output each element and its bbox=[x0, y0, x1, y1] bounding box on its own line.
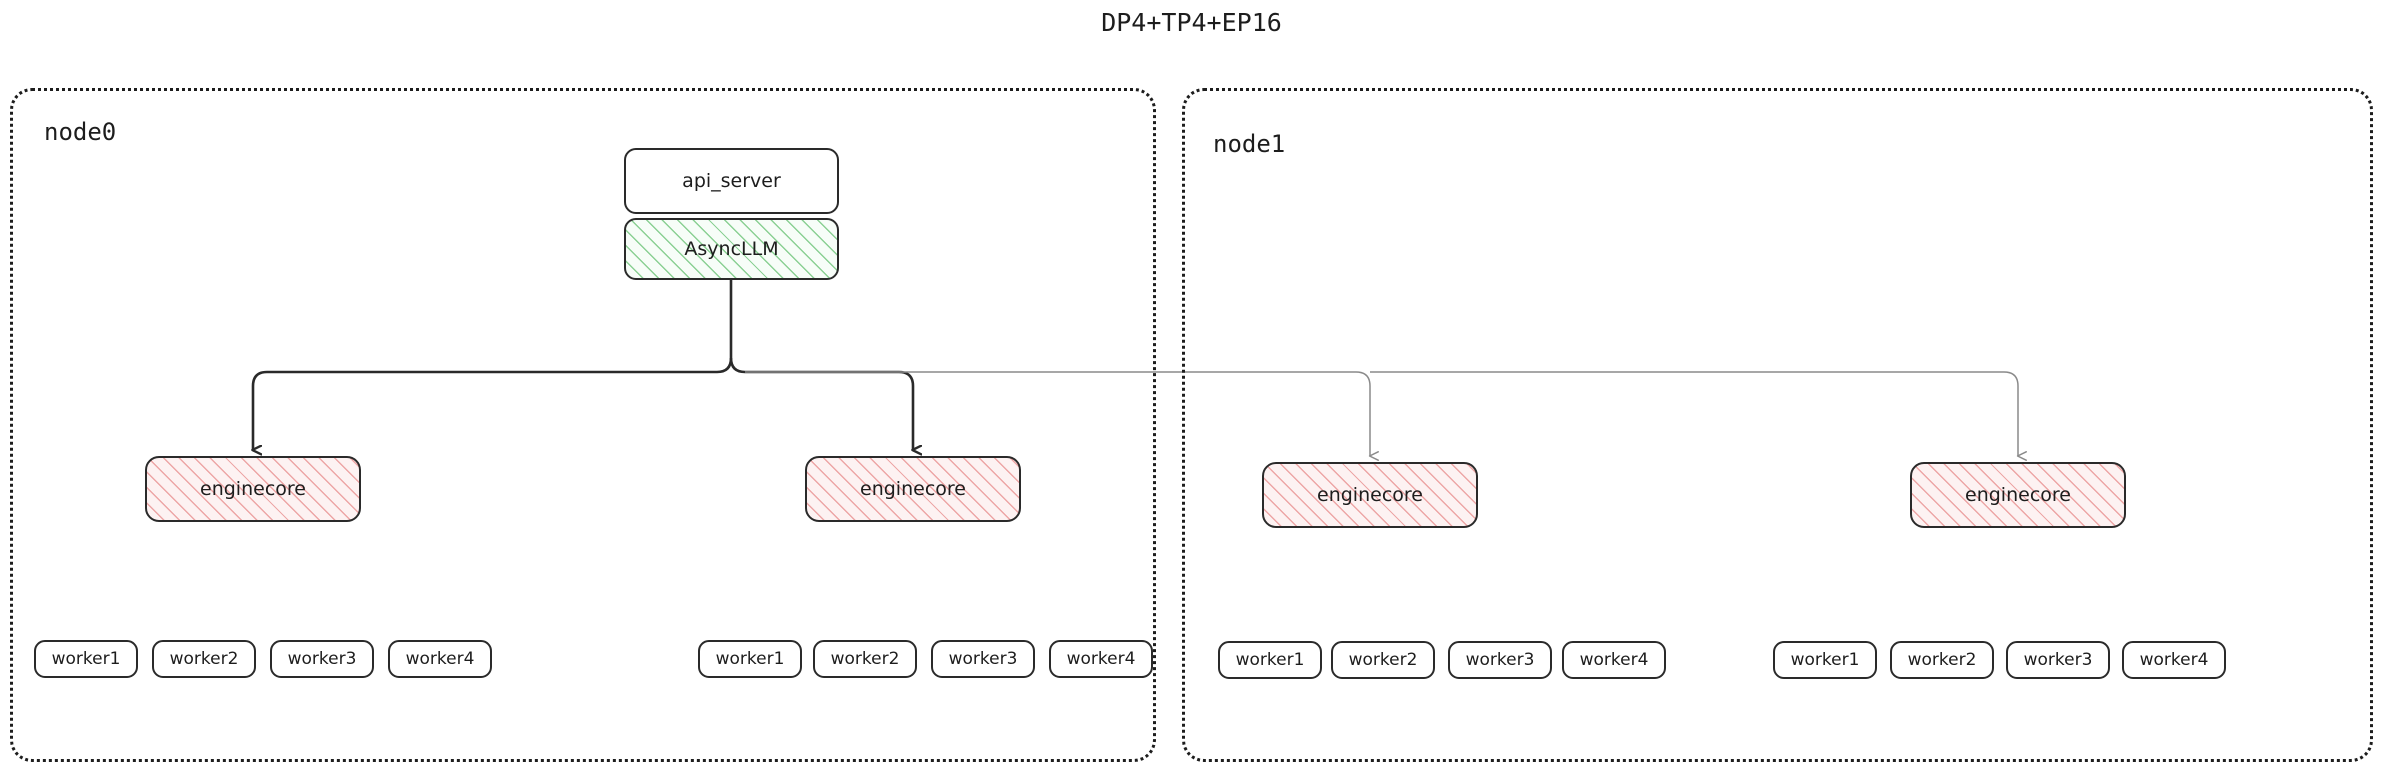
worker-box[interactable]: worker2 bbox=[1331, 641, 1435, 679]
worker-box[interactable]: worker4 bbox=[388, 640, 492, 678]
worker-label: worker1 bbox=[1790, 650, 1860, 670]
worker-label: worker3 bbox=[287, 649, 357, 669]
worker-box[interactable]: worker4 bbox=[1049, 640, 1153, 678]
worker-label: worker4 bbox=[1579, 650, 1649, 670]
worker-label: worker1 bbox=[715, 649, 785, 669]
node-container-node1 bbox=[1182, 88, 2373, 762]
async-llm-label: AsyncLLM bbox=[684, 238, 779, 260]
worker-label: worker3 bbox=[2023, 650, 2093, 670]
worker-label: worker3 bbox=[948, 649, 1018, 669]
worker-label: worker4 bbox=[1066, 649, 1136, 669]
node-label-node0: node0 bbox=[44, 118, 117, 146]
worker-box[interactable]: worker4 bbox=[2122, 641, 2226, 679]
worker-label: worker4 bbox=[2139, 650, 2209, 670]
worker-box[interactable]: worker3 bbox=[931, 640, 1035, 678]
worker-box[interactable]: worker2 bbox=[813, 640, 917, 678]
worker-label: worker1 bbox=[1235, 650, 1305, 670]
worker-box[interactable]: worker2 bbox=[152, 640, 256, 678]
enginecore-box[interactable]: enginecore bbox=[805, 456, 1021, 522]
node-label-node1: node1 bbox=[1213, 130, 1286, 158]
enginecore-box[interactable]: enginecore bbox=[1910, 462, 2126, 528]
enginecore-label: enginecore bbox=[1965, 484, 2071, 506]
node-container-node0 bbox=[10, 88, 1156, 762]
worker-box[interactable]: worker3 bbox=[2006, 641, 2110, 679]
api-server-box[interactable]: api_server bbox=[624, 148, 839, 214]
worker-label: worker2 bbox=[830, 649, 900, 669]
worker-box[interactable]: worker4 bbox=[1562, 641, 1666, 679]
enginecore-label: enginecore bbox=[200, 478, 306, 500]
enginecore-box[interactable]: enginecore bbox=[145, 456, 361, 522]
worker-box[interactable]: worker1 bbox=[1218, 641, 1322, 679]
worker-label: worker2 bbox=[1348, 650, 1418, 670]
worker-box[interactable]: worker1 bbox=[34, 640, 138, 678]
worker-box[interactable]: worker1 bbox=[698, 640, 802, 678]
worker-box[interactable]: worker3 bbox=[270, 640, 374, 678]
worker-label: worker2 bbox=[169, 649, 239, 669]
enginecore-label: enginecore bbox=[1317, 484, 1423, 506]
async-llm-box[interactable]: AsyncLLM bbox=[624, 218, 839, 280]
worker-label: worker3 bbox=[1465, 650, 1535, 670]
worker-label: worker4 bbox=[405, 649, 475, 669]
api-server-label: api_server bbox=[682, 170, 781, 192]
worker-box[interactable]: worker2 bbox=[1890, 641, 1994, 679]
worker-label: worker1 bbox=[51, 649, 121, 669]
enginecore-label: enginecore bbox=[860, 478, 966, 500]
diagram-title: DP4+TP4+EP16 bbox=[1101, 8, 1282, 37]
worker-box[interactable]: worker1 bbox=[1773, 641, 1877, 679]
worker-label: worker2 bbox=[1907, 650, 1977, 670]
enginecore-box[interactable]: enginecore bbox=[1262, 462, 1478, 528]
worker-box[interactable]: worker3 bbox=[1448, 641, 1552, 679]
